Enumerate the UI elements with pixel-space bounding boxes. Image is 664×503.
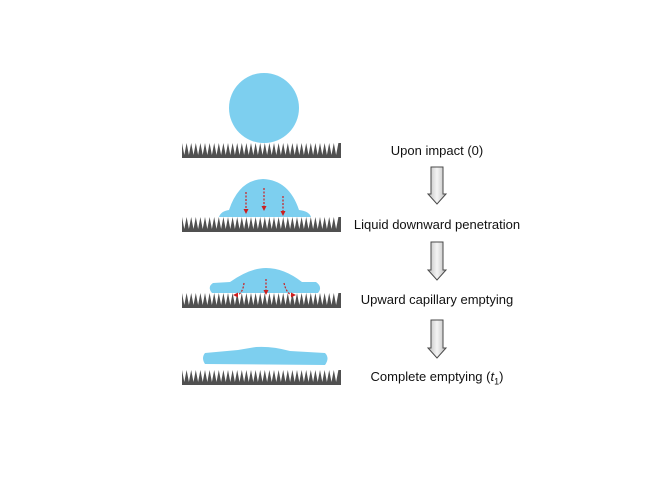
downward-flow-arrow-right: [280, 196, 286, 216]
capillary-flow-arrow-right: [283, 282, 296, 298]
flow-arrow-head: [291, 292, 296, 298]
flow-arrow-curve: [283, 282, 292, 296]
stage-label-downward-penetration: Liquid downward penetration: [353, 217, 521, 232]
substrate-stage-4: [182, 370, 341, 385]
droplet-penetrating: [219, 179, 311, 217]
process-arrow-3: [426, 319, 448, 359]
capillary-flow-arrow-left: [233, 282, 245, 298]
stage-label-capillary-emptying: Upward capillary emptying: [360, 292, 514, 307]
process-arrow-1: [426, 166, 448, 205]
flow-arrow-head: [243, 209, 249, 214]
flow-arrow-head: [233, 292, 238, 298]
droplet-spreading: [209, 268, 321, 293]
substrate-stage-1: [182, 143, 341, 158]
flow-arrow-head: [263, 290, 269, 295]
downward-flow-arrow-left: [243, 192, 249, 214]
label-time-subscript: 1: [494, 376, 500, 387]
substrate-stage-3: [182, 293, 341, 308]
process-arrow-2: [426, 241, 448, 281]
flow-arrow-head: [280, 211, 286, 216]
substrate-stage-2: [182, 217, 341, 232]
flow-arrow-head: [261, 206, 267, 211]
flow-arrow-curve: [237, 282, 245, 296]
droplet-sphere: [229, 73, 299, 143]
capillary-flow-arrow-center: [263, 279, 269, 295]
label-prefix: Complete emptying (: [370, 369, 491, 384]
liquid-film-flat: [203, 346, 328, 365]
downward-flow-arrow-center: [261, 188, 267, 211]
label-time-variable: t: [490, 369, 495, 384]
stage-label-complete-emptying: Complete emptying (t1): [371, 369, 504, 387]
stage-label-upon-impact: Upon impact (0): [390, 143, 484, 158]
label-suffix: ): [499, 369, 504, 384]
